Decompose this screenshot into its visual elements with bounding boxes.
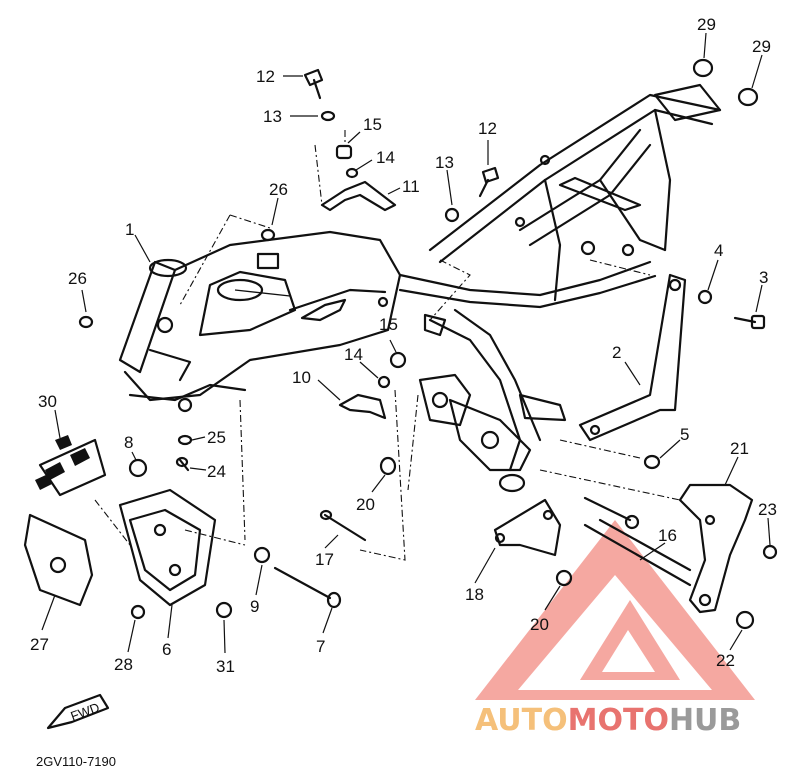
main-frame [118, 230, 402, 413]
fasteners [78, 58, 778, 630]
callout: 12 [478, 119, 497, 138]
callout: 29 [697, 15, 716, 34]
callout: 20 [530, 615, 549, 634]
callout: 17 [315, 550, 334, 569]
callout: 26 [269, 180, 288, 199]
callout: 18 [465, 585, 484, 604]
watermark-logo [475, 520, 755, 700]
callout: 7 [316, 637, 325, 656]
svg-text:AUTOMOTOHUB: AUTOMOTOHUB [475, 703, 741, 738]
callout: 9 [250, 597, 259, 616]
callout: 4 [714, 241, 723, 260]
callout: 15 [363, 115, 382, 134]
fwd-arrow-icon: FWD [46, 693, 110, 730]
callout: 21 [730, 439, 749, 458]
svg-text:FWD: FWD [69, 700, 102, 724]
callout: 8 [124, 433, 133, 452]
callout: 15 [379, 315, 398, 334]
callout: 3 [759, 268, 768, 287]
callout: 14 [376, 148, 395, 167]
callout: 23 [758, 500, 777, 519]
bracket-18 [493, 498, 562, 557]
callout: 12 [256, 67, 275, 86]
plate-21 [678, 483, 754, 614]
down-tube-brackets [418, 308, 567, 493]
callout: 13 [435, 153, 454, 172]
callout: 10 [292, 368, 311, 387]
rear-subframe [398, 83, 722, 309]
callout: 30 [38, 392, 57, 411]
part-code: 2GV110-7190 [36, 754, 116, 769]
leader-lines [41, 32, 771, 654]
callout-labels: 29 29 12 13 15 14 11 12 13 26 1 26 4 3 2… [30, 15, 777, 676]
callout: 14 [344, 345, 363, 364]
callout: 31 [216, 657, 235, 676]
callout: 25 [207, 428, 226, 447]
callout: 28 [114, 655, 133, 674]
watermark-hub: HUB [669, 703, 741, 738]
callout: 24 [207, 462, 226, 481]
callout: 2 [612, 343, 621, 362]
callout: 27 [30, 635, 49, 654]
watermark-text: AUTOMOTOHUB [475, 703, 741, 738]
callout: 22 [716, 651, 735, 670]
callout: 5 [680, 425, 689, 444]
assembly-lines [94, 130, 681, 561]
callout: 11 [402, 177, 420, 196]
callout: 26 [68, 269, 87, 288]
small-brackets [320, 180, 397, 420]
rear-bracket-2 [578, 273, 687, 442]
callout: 16 [658, 526, 677, 545]
callout: 6 [162, 640, 171, 659]
callout: 13 [263, 107, 282, 126]
callout: 29 [752, 37, 771, 56]
watermark-auto: AUTO [475, 703, 568, 738]
watermark-moto: MOTO [568, 703, 669, 738]
left-bracket-cluster [23, 435, 217, 607]
callout: 20 [356, 495, 375, 514]
callout: 1 [125, 220, 134, 239]
